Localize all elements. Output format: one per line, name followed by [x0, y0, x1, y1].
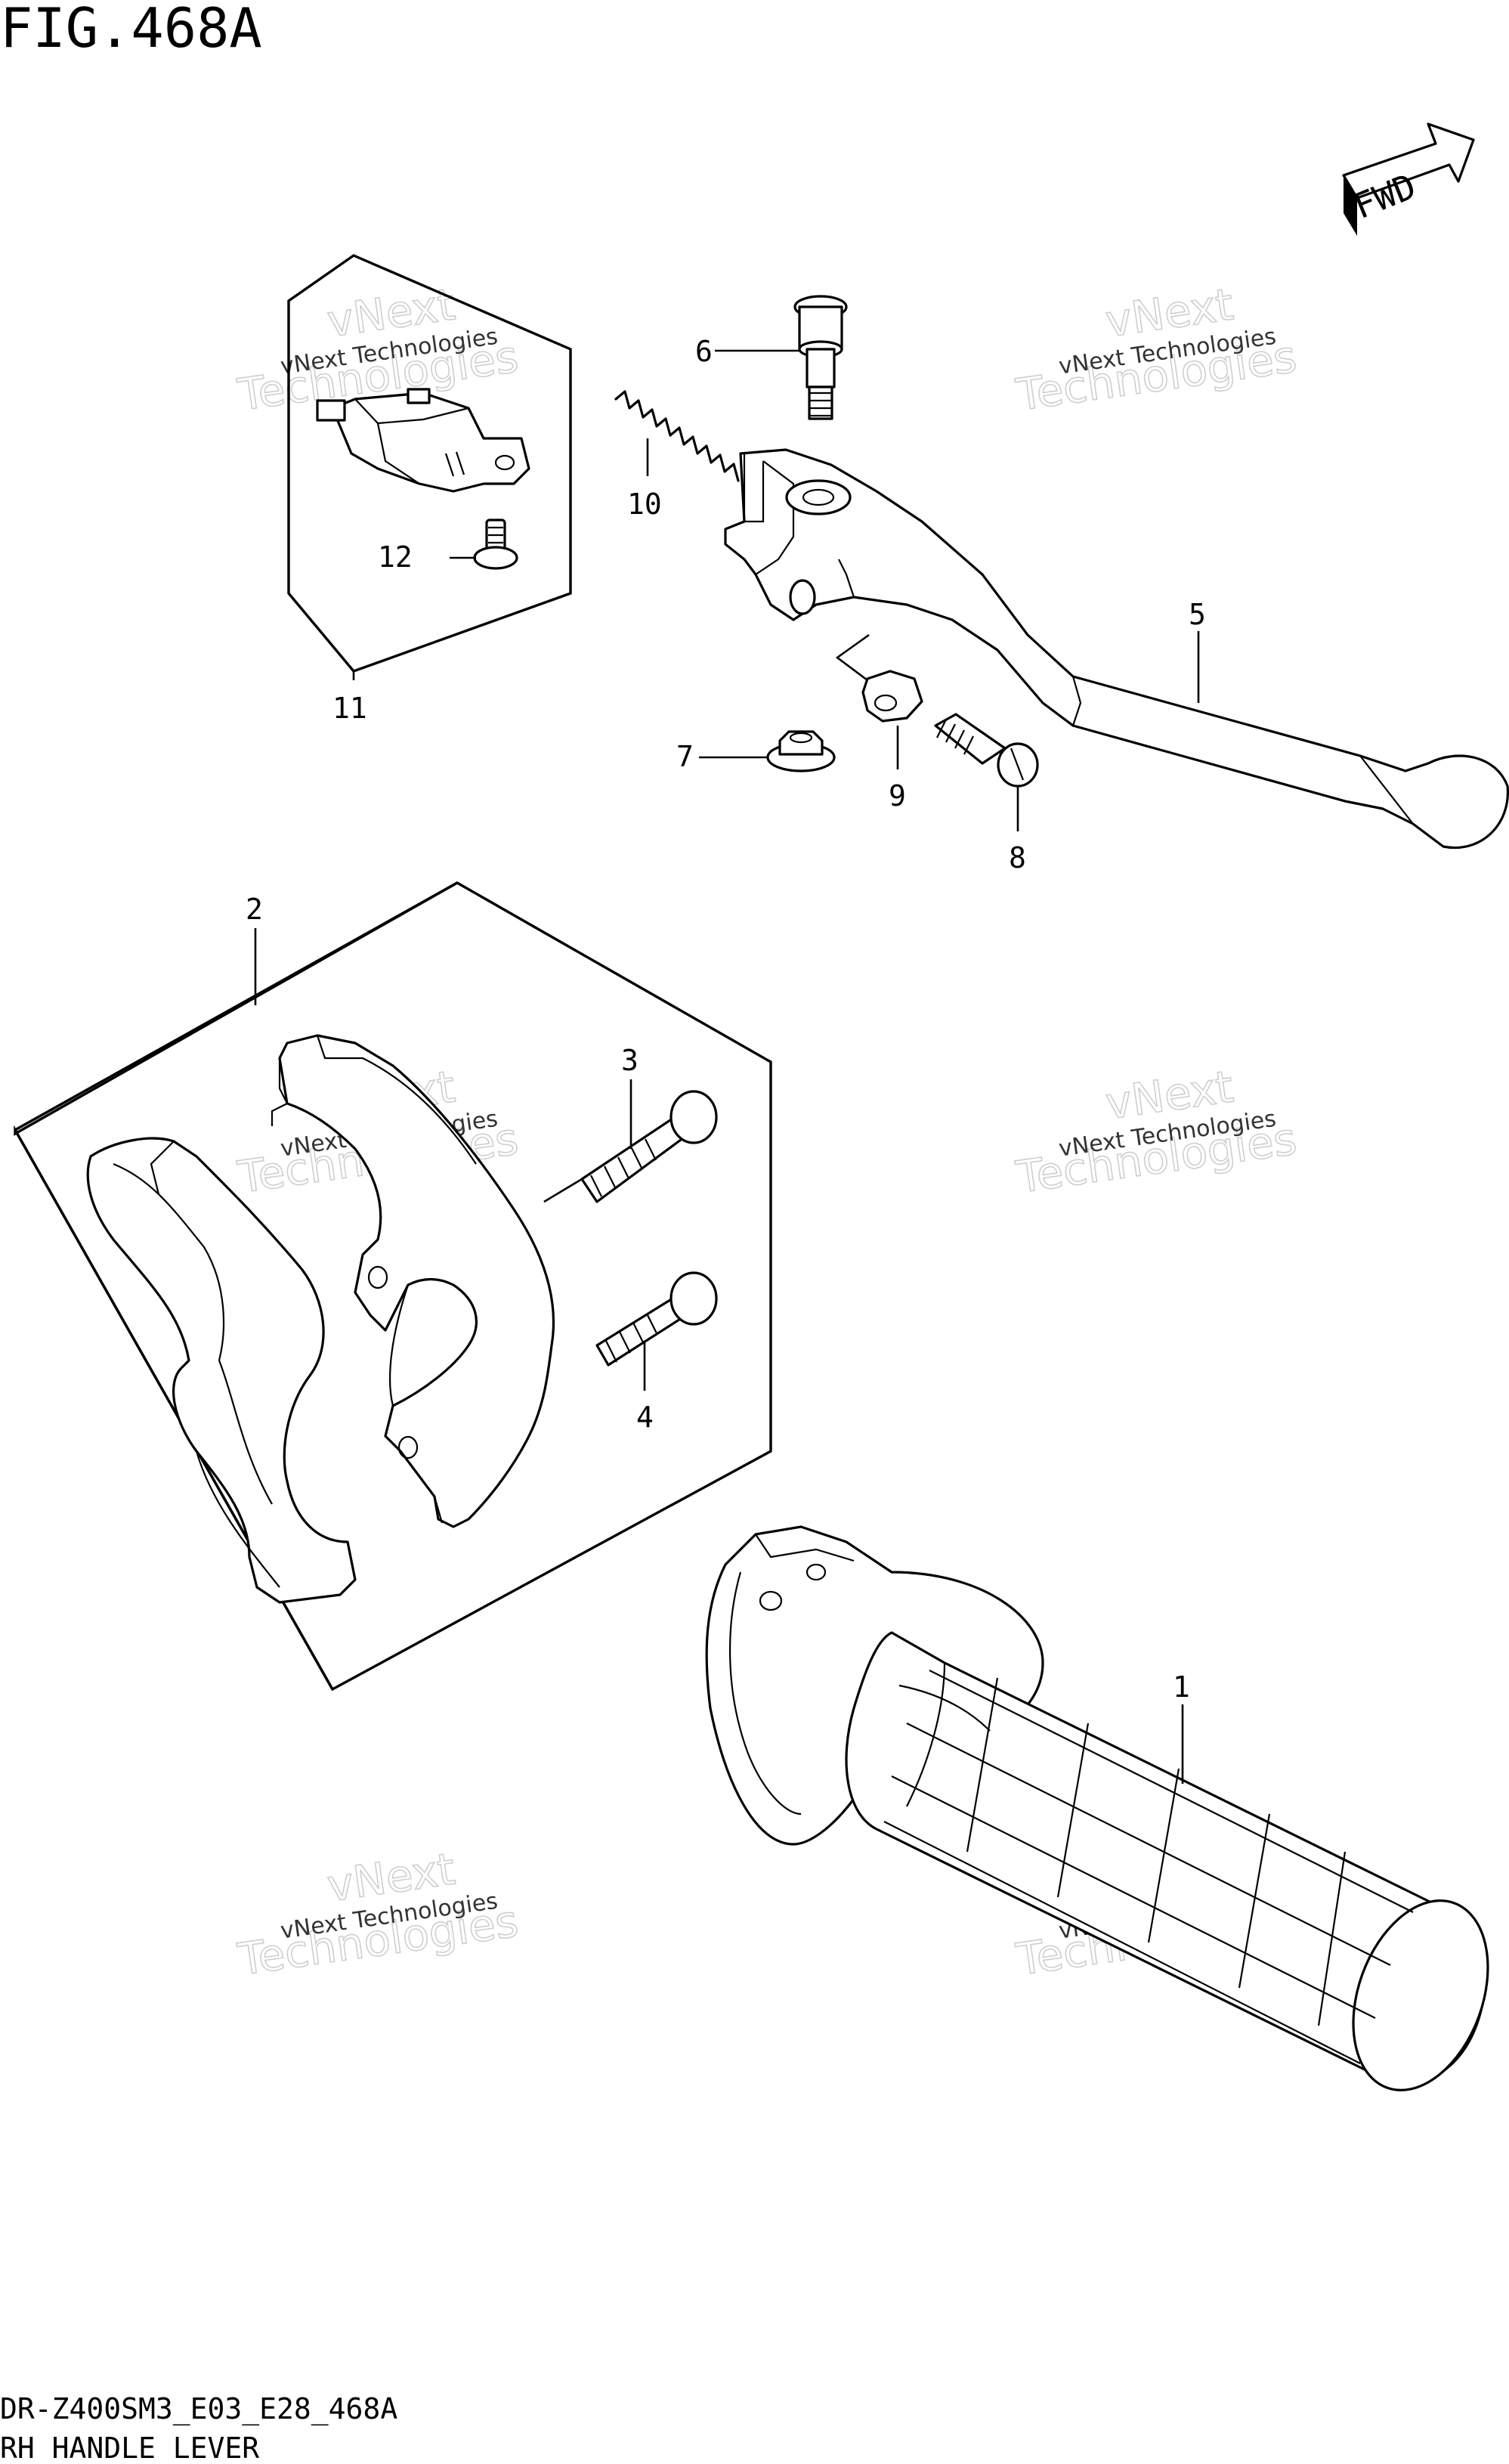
- callout-12: 12: [378, 540, 413, 574]
- watermark-5: vNext Technologies vNext Technologies: [234, 1843, 522, 1986]
- callout-4: 4: [636, 1401, 654, 1434]
- callout-11: 11: [332, 692, 367, 725]
- callout-6: 6: [695, 335, 713, 368]
- callout-8: 8: [1009, 841, 1026, 874]
- lower-housing-part: [86, 1137, 357, 1604]
- callout-5: 5: [1189, 598, 1206, 631]
- callout-9: 9: [889, 779, 906, 813]
- nut-9: [861, 670, 923, 723]
- spring-10: [614, 390, 740, 482]
- watermark-2: vNext Technologies vNext Technologies: [1013, 278, 1300, 422]
- figure-title: FIG.468A: [0, 0, 262, 60]
- switch-part: [316, 388, 530, 493]
- screw-12: [473, 518, 518, 570]
- screw-4: [595, 1271, 718, 1367]
- screw-3: [580, 1090, 718, 1203]
- figure-code: DR-Z400SM3_E03_E28_468A: [0, 2392, 397, 2426]
- callout-2: 2: [246, 893, 263, 926]
- fwd-arrow-icon: FWD: [1342, 122, 1475, 236]
- lever-bolt-8: [934, 713, 1039, 788]
- brake-lever-5: [724, 448, 1509, 850]
- watermark-4: vNext Technologies vNext Technologies: [1013, 1060, 1300, 1204]
- guide-line-lever-nut: [835, 633, 870, 682]
- callout-10: 10: [627, 488, 662, 521]
- upper-housing-part: [271, 1034, 555, 1528]
- grip-1: [705, 1525, 1489, 2091]
- callout-1: 1: [1173, 1670, 1190, 1704]
- callout-3: 3: [621, 1044, 639, 1077]
- callout-7: 7: [676, 740, 694, 773]
- figure-subtitle: RH HANDLE LEVER: [0, 2431, 259, 2464]
- pivot-bolt-6: [793, 295, 848, 420]
- flange-nut-7: [766, 730, 836, 772]
